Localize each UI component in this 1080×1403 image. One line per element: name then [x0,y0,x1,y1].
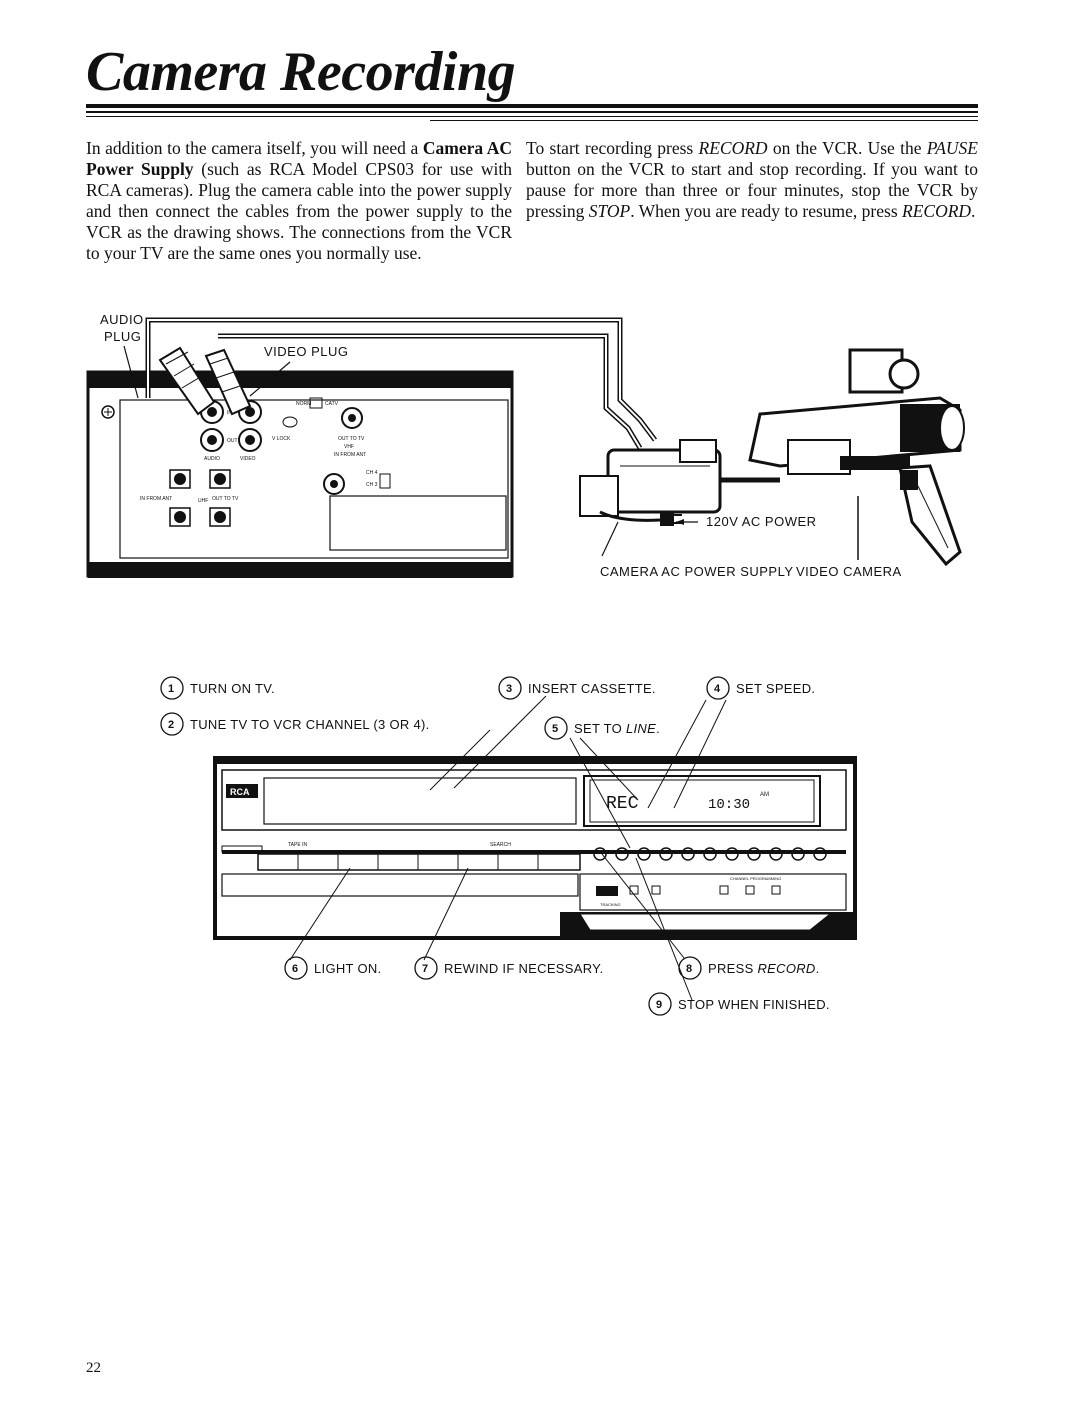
leader-lines [289,695,727,1001]
title-rule-thin-2 [86,116,978,117]
svg-text:SET TO LINE.: SET TO LINE. [574,721,660,736]
step-2: 2 TUNE TV TO VCR CHANNEL (3 OR 4). [160,712,430,736]
title-rule-thin-3 [430,120,978,121]
product-name: Camera AC Power Supply [86,138,512,179]
svg-text:PRESS RECORD.: PRESS RECORD. [708,961,820,976]
svg-text:6: 6 [292,963,298,975]
audio-plug-icon [158,346,216,416]
svg-text:120V AC POWER: 120V AC POWER [706,514,817,529]
svg-text:LIGHT ON.: LIGHT ON. [314,961,381,976]
svg-text:AM: AM [760,792,769,798]
svg-text:OUT TO TV: OUT TO TV [338,436,365,442]
svg-text:4: 4 [714,683,721,695]
svg-text:RCA: RCA [230,787,250,797]
svg-text:V LOCK: V LOCK [272,436,291,442]
svg-text:1: 1 [168,683,174,695]
svg-text:7: 7 [422,963,428,975]
svg-text:TURN ON TV.: TURN ON TV. [190,681,275,696]
svg-text:CH 3: CH 3 [366,482,378,488]
instructions-paragraph: To start recording press RECORD on the V… [526,138,978,221]
svg-text:UHF: UHF [198,498,208,504]
svg-text:AUDIO: AUDIO [204,456,220,462]
svg-text:10:30: 10:30 [708,797,750,813]
svg-text:TUNE TV TO VCR CHANNEL (3 OR 4: TUNE TV TO VCR CHANNEL (3 OR 4). [190,717,430,732]
svg-text:TRACKING: TRACKING [600,902,621,907]
svg-text:PLUG: PLUG [104,329,141,344]
video-plug-icon [204,348,252,416]
svg-text:STOP WHEN FINISHED.: STOP WHEN FINISHED. [678,997,830,1012]
svg-text:TAPE IN: TAPE IN [288,842,307,848]
svg-text:CHANNEL PROGRAMMING: CHANNEL PROGRAMMING [730,876,781,881]
svg-text:AUDIO: AUDIO [100,312,144,327]
vcr-back-panel: AUDIO VIDEO OUT IN NORM CATV V LOCK OUT … [86,370,514,578]
step-1: 1 TURN ON TV. [160,676,275,700]
svg-text:REWIND IF NECESSARY.: REWIND IF NECESSARY. [444,961,603,976]
svg-text:REC: REC [606,794,639,814]
title-rule-thick [86,104,978,108]
svg-text:NORM: NORM [296,401,311,407]
step-3: 3 INSERT CASSETTE. [498,676,656,700]
svg-text:IN FROM ANT: IN FROM ANT [140,496,172,502]
svg-text:SET SPEED.: SET SPEED. [736,681,815,696]
svg-text:2: 2 [168,719,174,731]
svg-text:CH 4: CH 4 [366,470,378,476]
svg-text:CATV: CATV [325,401,339,407]
intro-paragraph: In addition to the camera itself, you wi… [86,138,512,263]
connection-diagram: AUDIO VIDEO OUT IN NORM CATV V LOCK OUT … [86,312,965,579]
step-4: 4 SET SPEED. [706,676,815,700]
step-7: 7 REWIND IF NECESSARY. [414,956,603,980]
svg-text:OUT TO TV: OUT TO TV [212,496,239,502]
step-8: 8 PRESS RECORD. [678,956,820,980]
page-number: 22 [86,1360,101,1376]
recording-steps-diagram: 1 TURN ON TV. 2 TUNE TV TO VCR CHANNEL (… [160,676,857,1016]
svg-text:VIDEO CAMERA: VIDEO CAMERA [796,564,902,579]
svg-text:5: 5 [552,723,558,735]
svg-text:3: 3 [506,683,512,695]
svg-text:IN: IN [227,410,232,416]
svg-text:VHF: VHF [344,444,354,450]
svg-text:CAMERA AC POWER SUPPLY: CAMERA AC POWER SUPPLY [600,564,794,579]
step-9: 9 STOP WHEN FINISHED. [648,992,830,1016]
svg-text:9: 9 [656,999,662,1011]
svg-text:8: 8 [686,963,692,975]
svg-text:OUT: OUT [227,438,238,444]
svg-text:VIDEO PLUG: VIDEO PLUG [264,344,348,359]
page-title: Camera Recording [86,41,516,103]
step-6: 6 LIGHT ON. [284,956,381,980]
video-camera-icon [748,348,965,567]
vcr-front-panel: RCA REC 10:30 AM TAPE IN SEARCH [213,756,857,940]
svg-text:INSERT CASSETTE.: INSERT CASSETTE. [528,681,656,696]
svg-text:VIDEO: VIDEO [240,456,256,462]
svg-text:SEARCH: SEARCH [490,842,511,848]
svg-text:IN FROM ANT: IN FROM ANT [334,452,366,458]
step-5: 5 SET TO LINE. [544,716,660,740]
power-supply-icon [579,439,722,526]
title-rule-thin-1 [86,111,978,113]
